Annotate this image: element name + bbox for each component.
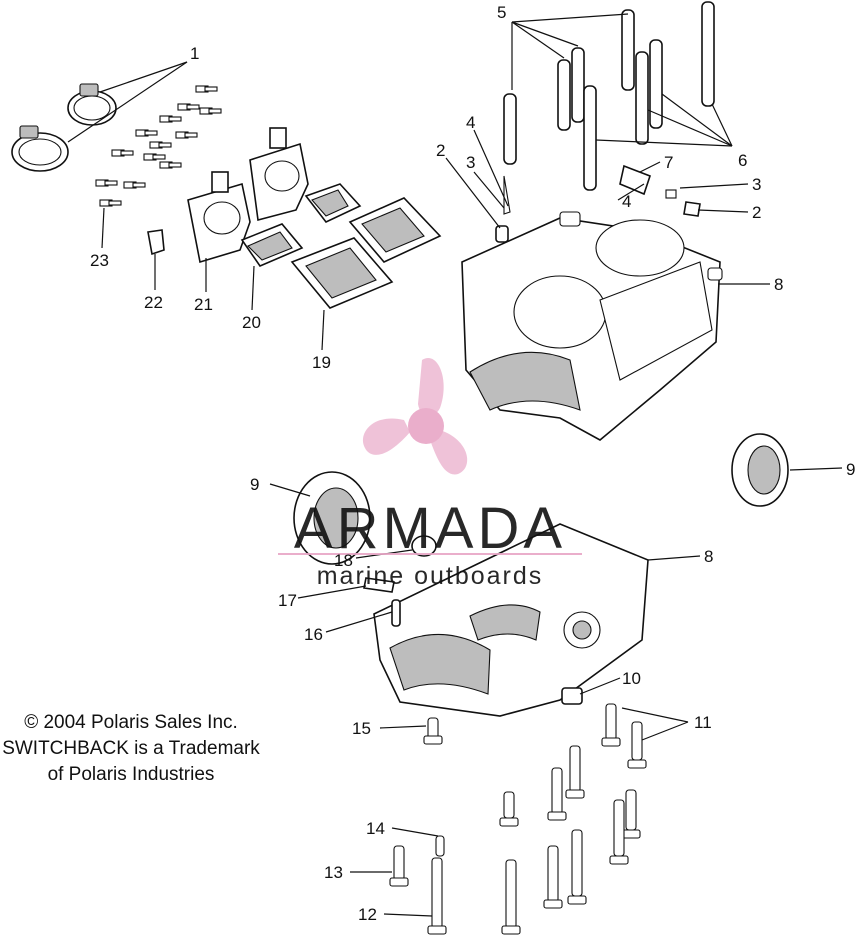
clip-22	[147, 229, 165, 290]
crankcase-upper	[461, 211, 770, 441]
callout-17: 17	[278, 591, 297, 610]
callout-labels: 1 2 2 3 3 4 4 5 6 7 8 8 9 9 10 11 12 13 …	[90, 3, 855, 924]
copyright-line-3: of Polaris Industries	[47, 764, 215, 785]
callout-3-upper: 3	[466, 153, 475, 172]
bolts-11-15	[350, 703, 689, 935]
fittings-2-3-4-7	[445, 129, 749, 243]
callout-12: 12	[358, 905, 377, 924]
callout-4-right: 4	[622, 192, 631, 211]
callout-11: 11	[694, 713, 712, 732]
callout-20: 20	[242, 313, 261, 332]
callout-9-right: 9	[846, 460, 855, 479]
seal-right	[731, 433, 843, 507]
callout-21: 21	[194, 295, 213, 314]
spacer-20	[240, 183, 362, 311]
crankcase-lower	[373, 523, 701, 717]
propeller-logo	[362, 358, 468, 475]
callout-9-left: 9	[250, 475, 259, 494]
callout-7: 7	[664, 153, 673, 172]
dowel-16	[325, 599, 401, 633]
callout-23: 23	[90, 251, 109, 270]
screws-group-23	[95, 85, 222, 249]
callout-8-lower: 8	[704, 547, 713, 566]
watermark: ARMADA marine outboards	[278, 358, 582, 590]
callout-15: 15	[352, 719, 371, 738]
callout-4-upper: 4	[466, 113, 475, 132]
callout-8-upper: 8	[774, 275, 783, 294]
callout-16: 16	[304, 625, 323, 644]
callout-2-upper: 2	[436, 141, 445, 160]
reed-valve-19	[290, 197, 442, 351]
callout-14: 14	[366, 819, 385, 838]
callout-18: 18	[334, 551, 353, 570]
plug-10	[561, 677, 621, 705]
callout-2-right: 2	[752, 203, 761, 222]
callout-1: 1	[190, 44, 199, 63]
watermark-brand: ARMADA	[294, 496, 566, 561]
fitting-17	[297, 577, 395, 599]
callout-6: 6	[738, 151, 747, 170]
hose-clamp-upper	[67, 83, 117, 126]
callout-10: 10	[622, 669, 641, 688]
callout-5: 5	[497, 3, 506, 22]
intake-manifold-21	[187, 127, 309, 292]
hose-clamp-lower	[11, 125, 69, 172]
callout-22: 22	[144, 293, 163, 312]
copyright-line-2: SWITCHBACK is a Trademark	[2, 738, 260, 759]
seal-left	[269, 471, 371, 565]
studs-5-6	[503, 1, 733, 191]
copyright-line-1: © 2004 Polaris Sales Inc.	[24, 712, 238, 733]
watermark-tagline: marine outboards	[317, 562, 544, 590]
callout-3-right: 3	[752, 175, 761, 194]
callout-13: 13	[324, 863, 343, 882]
callout-19: 19	[312, 353, 331, 372]
